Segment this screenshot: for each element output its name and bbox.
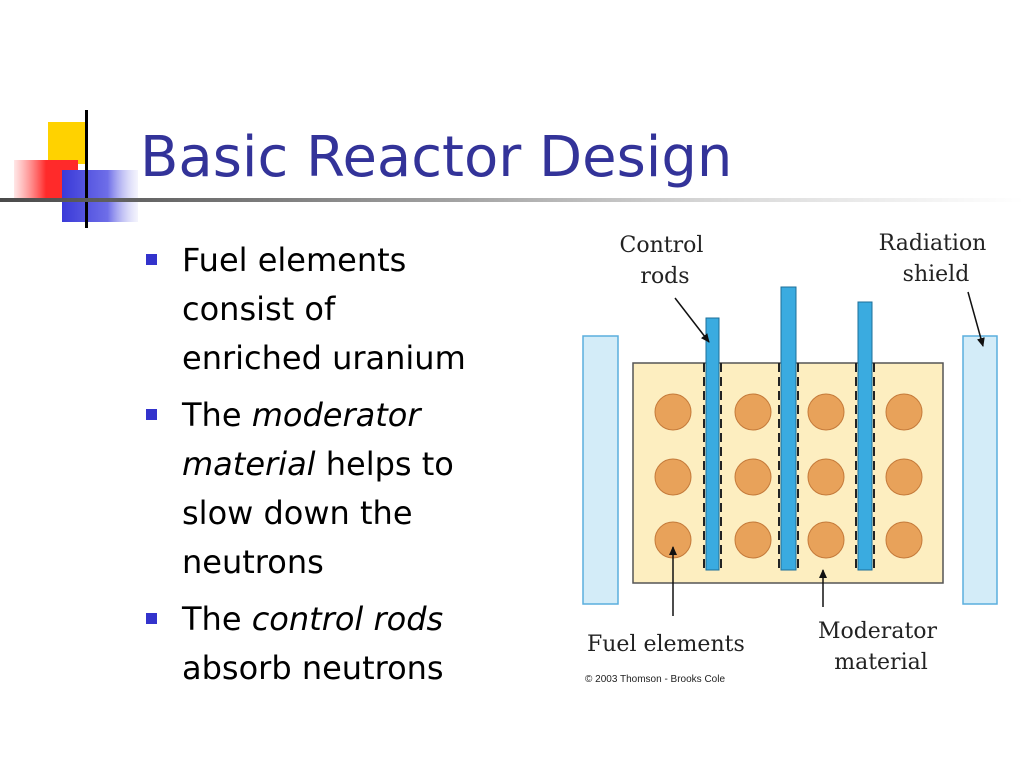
bullet-text: slow down the [182, 494, 413, 532]
bullet-line: neutrons [182, 538, 560, 587]
radiation-shield-right [962, 335, 998, 605]
bullet-text-italic: moderator [251, 396, 421, 434]
control-rods [703, 286, 875, 572]
bullet-item: Fuel elements consist of enriched uranium [140, 236, 560, 383]
control-rods-arrow [674, 297, 710, 343]
logo-yellow-square [48, 122, 86, 164]
radiation-shield-arrow [967, 291, 985, 347]
bullet-text: The [182, 600, 252, 638]
fuel-element [885, 393, 923, 431]
bullet-line: material helps to [182, 440, 560, 489]
bullet-line: The control rods [182, 595, 560, 644]
logo-vertical-line [85, 110, 88, 228]
fuel-element [885, 521, 923, 559]
template-logo-graphic [14, 110, 140, 228]
radiation-shield-label-line1: Radiation [879, 231, 987, 256]
control-rod [705, 317, 720, 571]
fuel-element [654, 393, 692, 431]
fuel-element [734, 393, 772, 431]
bullet-marker [146, 613, 157, 624]
control-rods-label-line2: rods [640, 264, 689, 289]
bullet-item: The control rods absorb neutrons [140, 595, 560, 693]
fuel-element [885, 458, 923, 496]
title-underline [0, 198, 1024, 202]
bullet-line: absorb neutrons [182, 644, 560, 693]
bullet-line: The moderator [182, 391, 560, 440]
bullet-text: neutrons [182, 543, 324, 581]
bullet-line: consist of [182, 285, 560, 334]
fuel-element [807, 458, 845, 496]
control-rods-label-line1: Control [620, 233, 704, 258]
control-rod [780, 286, 797, 571]
logo-blue-square [62, 170, 138, 222]
fuel-elements-label: Fuel elements [587, 632, 745, 657]
bullet-line: Fuel elements [182, 236, 560, 285]
bullet-text: consist of [182, 290, 336, 328]
copyright-notice: © 2003 Thomson - Brooks Cole [585, 674, 725, 685]
radiation-shield-left [582, 335, 619, 605]
radiation-shield-label-line2: shield [903, 262, 970, 287]
slide-title: Basic Reactor Design [140, 125, 733, 190]
radiation-shield-label: Radiation shield [879, 231, 994, 287]
control-rods-label: Control rods [620, 233, 711, 289]
bullet-line: slow down the [182, 489, 560, 538]
fuel-grid [654, 393, 923, 559]
moderator-label-line1: Moderator [818, 619, 938, 644]
fuel-element [807, 393, 845, 431]
bullet-text: helps to [315, 445, 454, 483]
bullet-text: Fuel elements [182, 241, 407, 279]
bullet-marker [146, 409, 157, 420]
bullet-text: enriched uranium [182, 339, 466, 377]
fuel-element [654, 458, 692, 496]
bullet-marker [146, 254, 157, 265]
fuel-element [734, 458, 772, 496]
control-rod [857, 301, 873, 571]
moderator-label: Moderator material [818, 619, 944, 675]
bullet-text-italic: material [182, 445, 316, 483]
moderator-label-line2: material [834, 650, 928, 675]
bullet-text: absorb neutrons [182, 649, 444, 687]
bullet-text: The [182, 396, 252, 434]
bullet-text-italic: control rods [251, 600, 444, 638]
bullet-line: enriched uranium [182, 334, 560, 383]
reactor-diagram: Control rods Radiation shield Fuel eleme… [582, 231, 998, 685]
fuel-element [734, 521, 772, 559]
fuel-element [807, 521, 845, 559]
